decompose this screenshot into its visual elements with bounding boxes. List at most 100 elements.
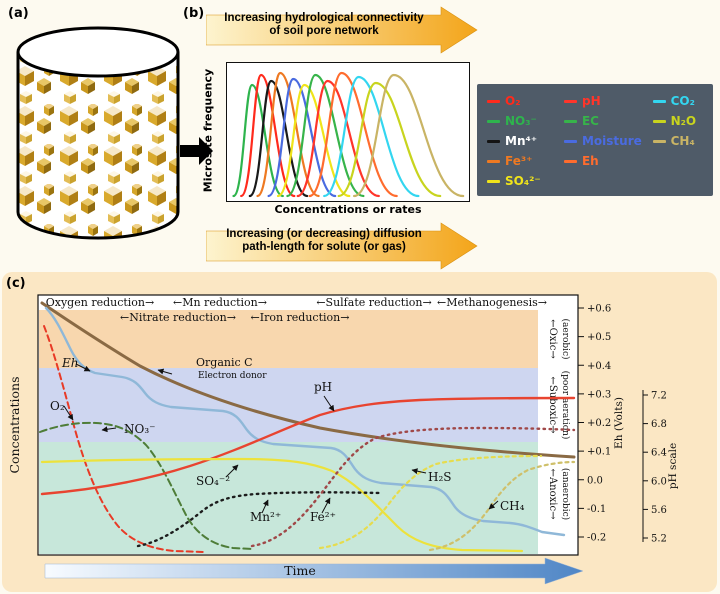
curve-series-5-so	[276, 83, 351, 198]
legend-item: NO₃⁻	[487, 113, 557, 129]
legend-swatch	[563, 159, 577, 163]
phase-label-0: Oxygen reduction→	[46, 296, 155, 309]
eh-tick-label: +0.1	[587, 447, 611, 458]
annotation-series-5-ph: pH	[314, 380, 332, 394]
concentrations-or-rates-axis-label: Concentrations or rates	[274, 203, 422, 216]
annotation-arrow	[488, 500, 499, 510]
annotation-series-10-ch: CH₄	[500, 499, 525, 513]
curve-series-11-ch	[353, 73, 465, 198]
curve-series-4-ph	[40, 396, 576, 496]
microsite-frequency-axis-label: Microsite frequency	[201, 68, 215, 193]
annotation-arrow	[411, 468, 427, 475]
legend-item: Eh	[563, 153, 646, 169]
curve-series-9-co	[323, 75, 420, 198]
annotation-series-1-o: O₂	[50, 399, 65, 413]
redox-time-chart: ←Oxic→(aerobic)←Suboxic→(poor aeration)←…	[2, 272, 717, 592]
legend-label: SO₄²⁻	[505, 174, 541, 188]
panel-a-to-b-arrow	[180, 137, 213, 165]
legend-swatch	[487, 99, 500, 103]
eh-tick-label: -0.2	[587, 533, 606, 544]
zone-suboxic	[39, 368, 538, 442]
panel-c-label: (c)	[6, 276, 26, 291]
legend-swatch	[487, 139, 500, 143]
zone-label-anoxic: ←Anoxic→	[547, 469, 558, 521]
phase-label-5: ←Iron reduction→	[251, 311, 350, 324]
panel-b-label: (b)	[183, 6, 205, 21]
legend-column-1: O₂ NO₃⁻ Mn⁴⁺ Fe³⁺ SO₄²⁻	[487, 93, 557, 190]
legend-label: CH₄	[670, 134, 695, 148]
eh-tick-label: 0.0	[587, 475, 603, 486]
legend-label: Fe³⁺	[505, 154, 533, 168]
legend-swatch	[563, 119, 577, 123]
cylinder-top-face	[16, 26, 180, 78]
legend-label: Eh	[581, 154, 599, 168]
legend-item: CO₂	[652, 93, 709, 109]
legend-item: N₂O	[652, 113, 709, 129]
curve-series-0-no	[232, 83, 284, 198]
zone-sublabel-anoxic: (anaerobic)	[560, 468, 571, 520]
annotation-arrow	[323, 395, 335, 412]
curve-series-1-eh	[44, 306, 566, 537]
soil-core-illustration	[16, 26, 180, 240]
annotation-arrow	[261, 499, 269, 514]
curve-series-5-so	[40, 457, 524, 553]
ph-tick-label: 6.4	[651, 448, 667, 459]
eh-axis-title: Eh (Volts)	[613, 397, 625, 449]
annotation-arrow	[157, 368, 173, 375]
hydrological-connectivity-arrow	[206, 6, 478, 54]
y-axis-label-concentrations: Concentrations	[7, 376, 22, 473]
ph-axis-title: pH scale	[667, 443, 679, 489]
legend-swatch	[563, 99, 577, 103]
legend-swatch	[563, 139, 577, 143]
curve-series-10-no	[337, 81, 442, 198]
curve-series-0-organicc	[40, 301, 576, 459]
annotation-arrow	[225, 464, 239, 478]
legend-label: O₂	[505, 94, 521, 108]
zone-oxic	[39, 310, 538, 368]
curve-series-7-fe	[250, 426, 576, 548]
curve-series-8-hs	[318, 454, 543, 550]
legend-item: SO₄²⁻	[487, 173, 557, 189]
curve-series-9-ch	[428, 460, 576, 552]
ph-tick-label: 6.0	[651, 476, 667, 487]
cylinder-cubes	[16, 52, 180, 240]
eh-tick-label: +0.6	[587, 304, 611, 315]
zone-label-suboxic: ←Suboxic→	[547, 377, 558, 435]
eh-tick-label: +0.3	[587, 389, 611, 400]
ph-tick-label: 6.8	[651, 419, 667, 430]
phase-label-3: ←Methanogenesis→	[437, 296, 547, 309]
legend-swatch	[652, 139, 666, 143]
legend-item: O₂	[487, 93, 557, 109]
legend-item: Fe³⁺	[487, 153, 557, 169]
legend-label: NO₃⁻	[505, 114, 537, 128]
legend-swatch	[487, 119, 500, 123]
eh-tick-label: -0.1	[587, 504, 606, 515]
legend-swatch	[652, 119, 666, 123]
zone-sublabel-oxic: (aerobic)	[560, 318, 571, 359]
curve-series-8-eh	[308, 71, 398, 198]
annotation-arrow	[321, 497, 331, 514]
ph-tick-label: 7.2	[651, 391, 667, 402]
legend-item: Mn⁴⁺	[487, 133, 557, 149]
annotation-series-8-fe: Fe²⁺	[310, 510, 336, 524]
eh-tick-label: +0.5	[587, 332, 611, 343]
legend-swatch	[487, 159, 500, 163]
legend-swatch	[652, 99, 666, 103]
annotation-arrow	[63, 405, 74, 421]
curve-series-3-fe	[256, 71, 320, 198]
diffusion-pathlength-text: Increasing (or decreasing) diffusion pat…	[226, 228, 422, 253]
hydrological-connectivity-text: Increasing hydrological connectivity of …	[224, 12, 424, 37]
annotation-series-7-mn: Mn²⁺	[250, 510, 281, 524]
annotation-series-6-so: SO₄⁻²	[196, 474, 230, 488]
annotation-series-3-organicc: Organic C	[196, 356, 253, 369]
annotation-series-2-no: NO₃⁻	[124, 422, 155, 436]
diffusion-pathlength-arrow	[206, 222, 478, 270]
annotation-series-0-eh: Eh	[61, 356, 79, 370]
legend-item: EC	[563, 113, 646, 129]
legend-item: Moisture	[563, 133, 646, 149]
zone-sublabel-suboxic: (poor aeration)	[560, 371, 571, 440]
phase-label-1: ←Mn reduction→	[173, 296, 267, 309]
legend-label: Mn⁴⁺	[505, 134, 538, 148]
